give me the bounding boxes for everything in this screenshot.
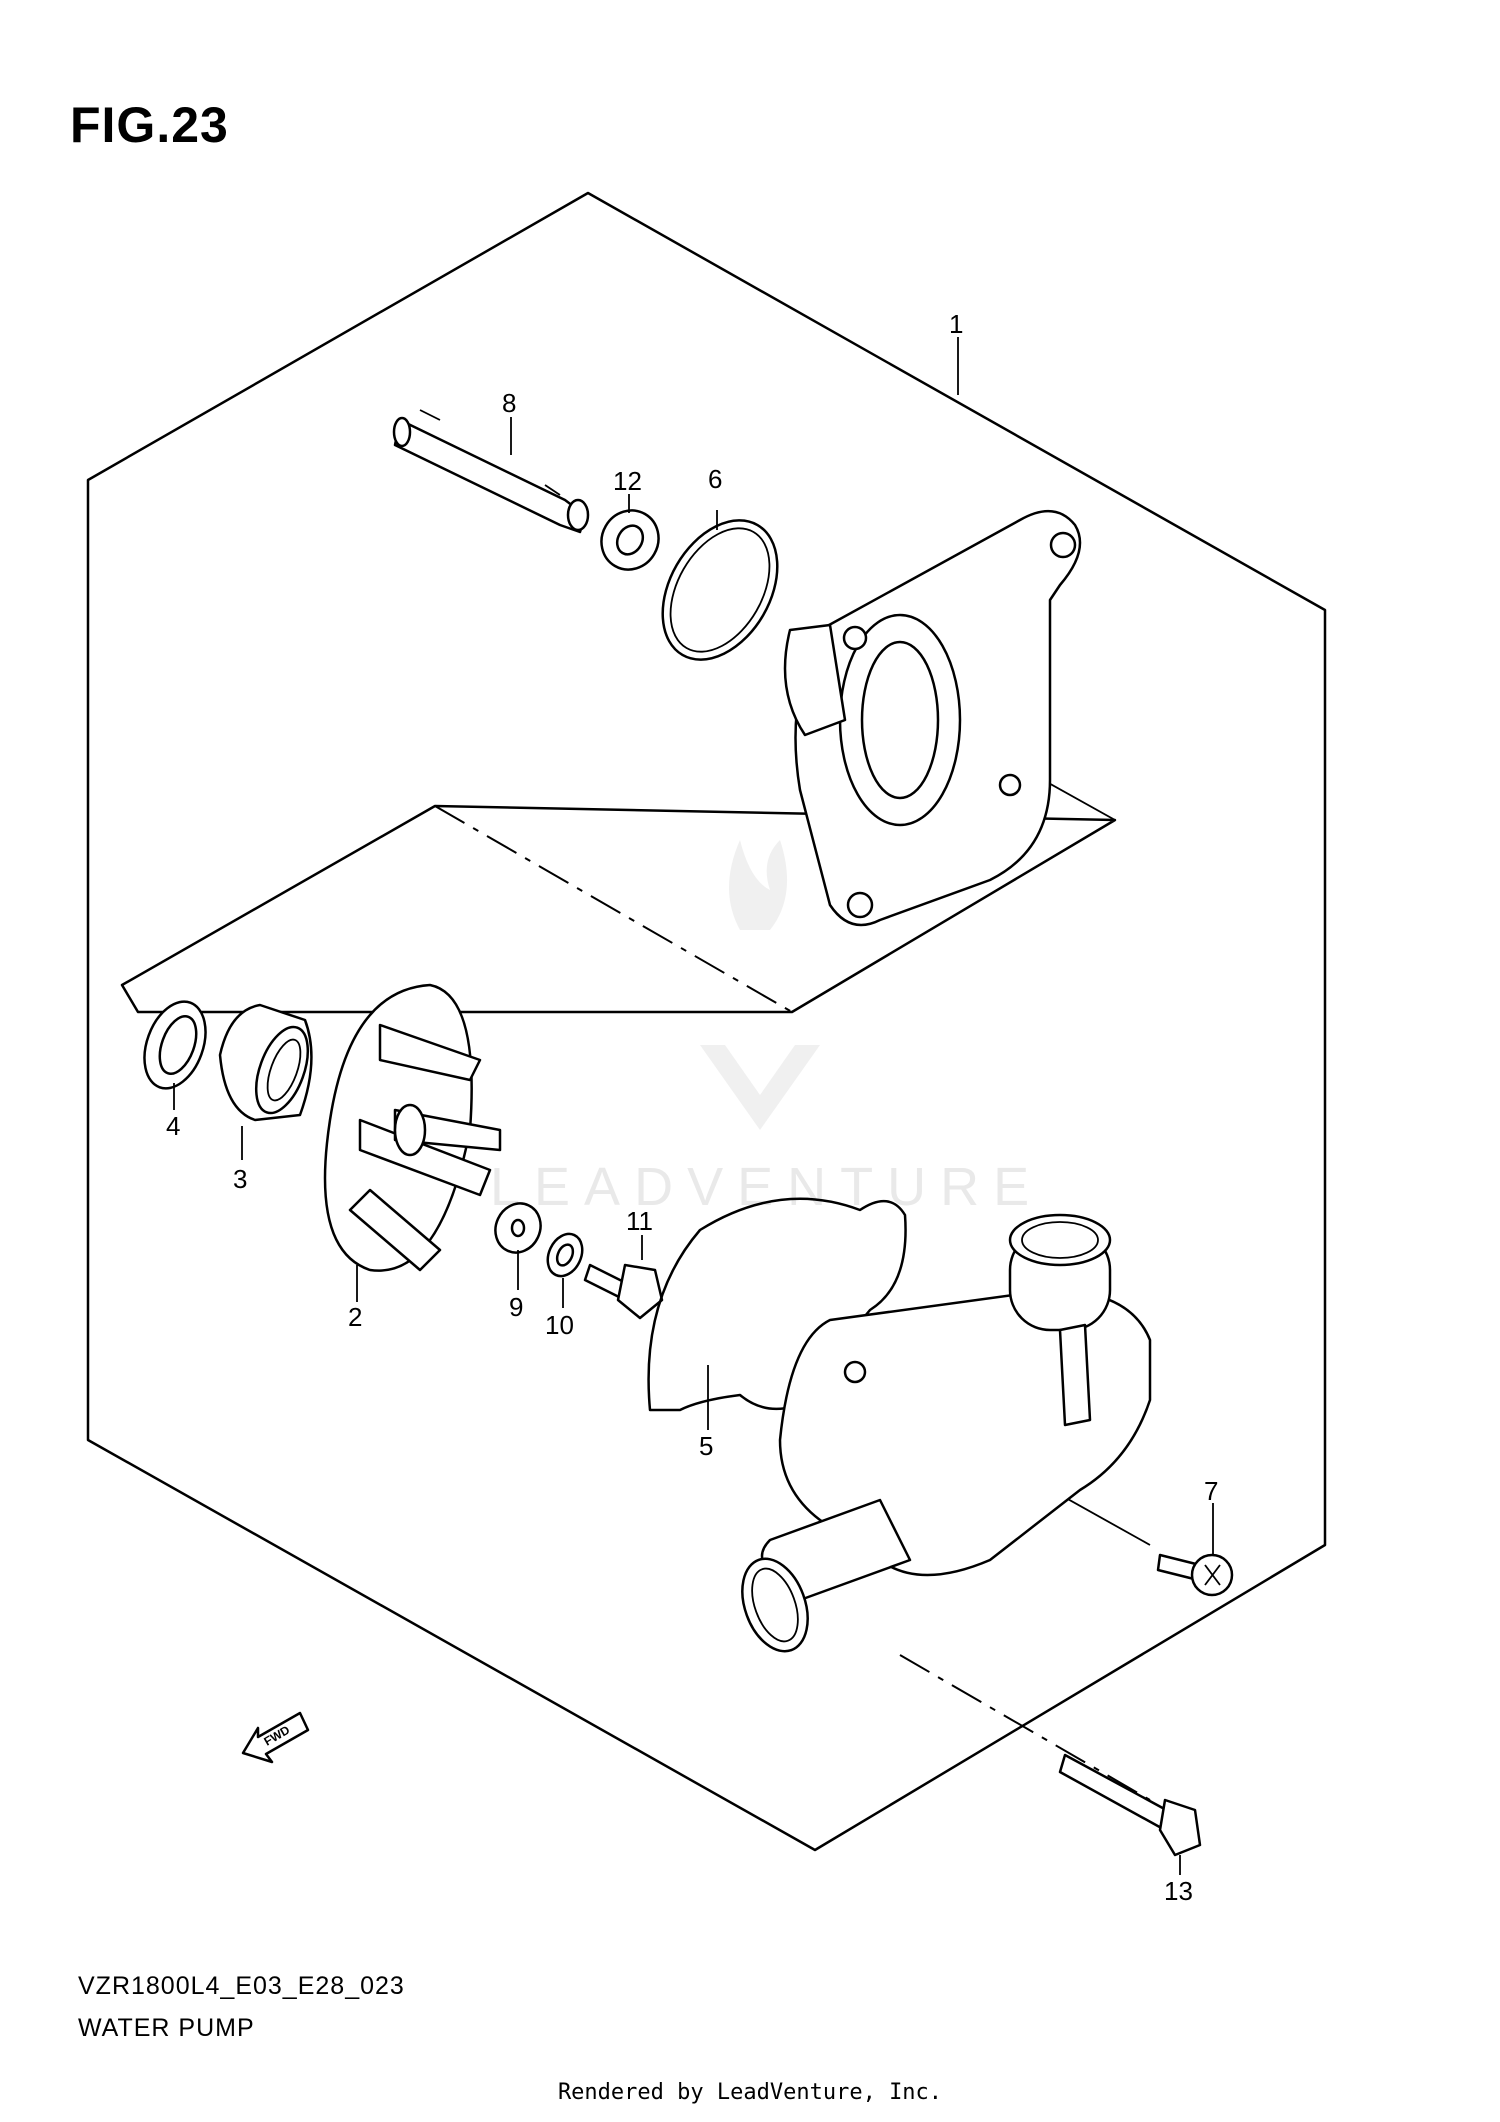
watermark-text: LEADVENTURE (490, 1157, 1043, 1217)
impeller-part-2[interactable] (323, 983, 502, 1272)
callout-4: 4 (166, 1111, 180, 1141)
callout-12: 12 (613, 466, 642, 496)
centerline-upper (434, 805, 793, 1013)
pump-body[interactable] (730, 1213, 1152, 1660)
callout-13: 13 (1164, 1876, 1193, 1906)
callout-8: 8 (502, 388, 516, 418)
figure-title: FIG.23 (70, 97, 229, 153)
bolt-part-7[interactable] (1156, 1553, 1234, 1597)
callout-6: 6 (708, 464, 722, 494)
washer-part-9[interactable] (487, 1196, 548, 1260)
callout-9: 9 (509, 1292, 523, 1322)
oil-seal-part-4[interactable] (133, 993, 216, 1097)
callout-1: 1 (949, 309, 963, 339)
washer-part-10[interactable] (541, 1228, 589, 1281)
callout-5: 5 (699, 1431, 713, 1461)
figure-code: VZR1800L4_E03_E28_023 (78, 1972, 405, 2000)
mechanical-seal-part-3[interactable] (218, 1003, 318, 1122)
bolt-part-13[interactable] (1058, 1753, 1202, 1857)
callout-2: 2 (348, 1302, 362, 1332)
callout-11: 11 (626, 1206, 653, 1236)
callout-3: 3 (233, 1164, 247, 1194)
footer-credit: Rendered by LeadVenture, Inc. (557, 2080, 943, 2105)
callout-numbers: 1 8 12 6 4 3 2 9 10 11 5 7 13 (166, 309, 1218, 1906)
fwd-arrow-icon: FWD (241, 1711, 310, 1764)
callout-7: 7 (1204, 1476, 1218, 1506)
gasket-part-5[interactable] (647, 1197, 907, 1412)
callout-leaders (173, 337, 1214, 1875)
bolt-part-11[interactable] (583, 1263, 664, 1320)
o-ring-part-6[interactable] (639, 500, 801, 680)
centerline-lower (899, 1654, 1151, 1801)
figure-name: WATER PUMP (78, 2014, 255, 2042)
shaft-part-8[interactable] (392, 409, 590, 534)
leadventure-watermark: LEADVENTURE (490, 840, 1043, 1217)
washer-part-12[interactable] (591, 500, 669, 580)
pump-case-part-1[interactable] (783, 509, 1082, 927)
assembly-boundary (86, 191, 1327, 1852)
callout-10: 10 (545, 1310, 574, 1340)
